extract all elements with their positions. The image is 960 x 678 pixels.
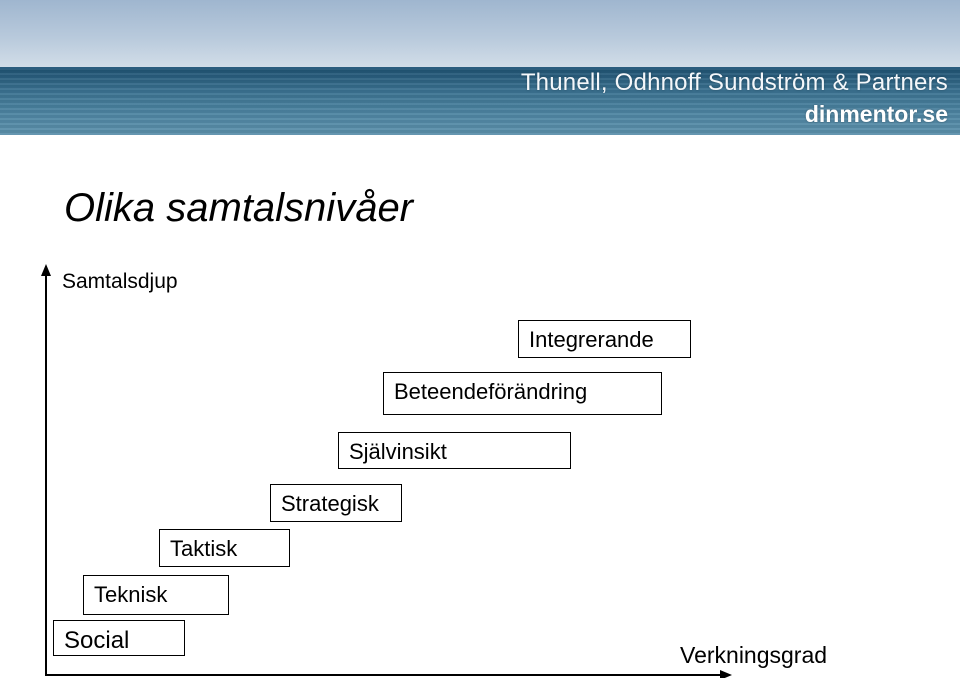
header-banner: Thunell, Odhnoff Sundström & Partners di… bbox=[0, 0, 960, 135]
level-teknisk: Teknisk bbox=[83, 575, 229, 615]
level-label: Självinsikt bbox=[349, 439, 447, 464]
level-label: Strategisk bbox=[281, 491, 379, 516]
level-label: Teknisk bbox=[94, 582, 168, 607]
sky-image bbox=[0, 0, 960, 70]
level-beteendeforandring: Beteendeförändring bbox=[383, 372, 662, 415]
y-axis-arrow bbox=[41, 264, 51, 276]
horizon-line bbox=[0, 67, 960, 69]
level-label: Integrerande bbox=[529, 327, 654, 352]
level-social: Social bbox=[53, 620, 185, 656]
level-sjalvinsikt: Självinsikt bbox=[338, 432, 571, 469]
y-axis-label: Samtalsdjup bbox=[62, 270, 178, 293]
sea-image bbox=[0, 68, 960, 135]
level-label: Social bbox=[64, 627, 130, 654]
website-name: dinmentor.se bbox=[804, 101, 948, 127]
level-label: Taktisk bbox=[170, 536, 238, 561]
company-name: Thunell, Odhnoff Sundström & Partners bbox=[520, 69, 948, 96]
slide-title: Olika samtalsnivåer bbox=[64, 186, 414, 230]
x-axis-label: Verkningsgrad bbox=[680, 642, 828, 668]
level-integrerande: Integrerande bbox=[518, 320, 691, 358]
level-taktisk: Taktisk bbox=[159, 529, 290, 567]
level-label: Beteendeförändring bbox=[394, 379, 588, 404]
x-axis-arrow bbox=[720, 670, 732, 678]
level-strategisk: Strategisk bbox=[270, 484, 402, 522]
